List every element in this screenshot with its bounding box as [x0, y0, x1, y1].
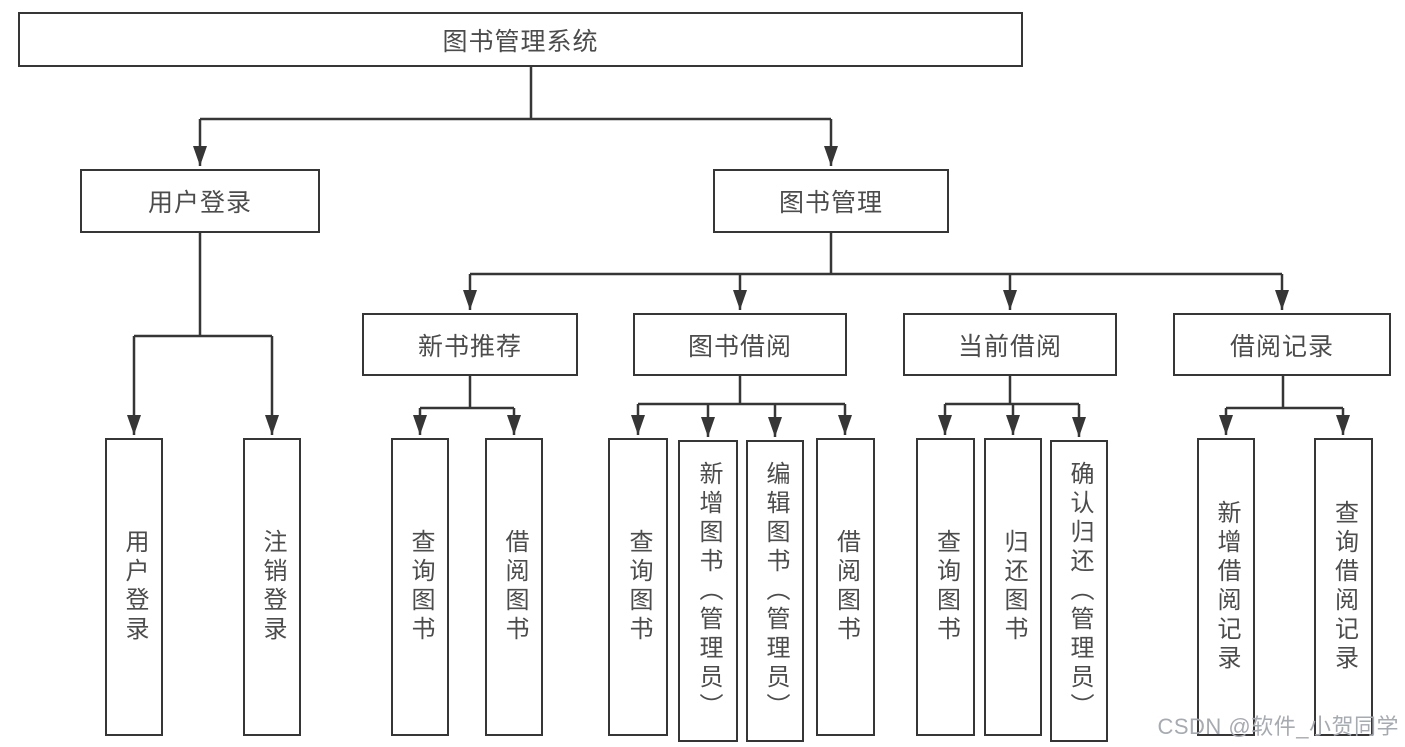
leaf-confirm-return-admin: 确认归还（管理员）	[1050, 440, 1108, 742]
node-new-book-recommendation: 新书推荐	[362, 313, 578, 376]
node-label: 用户登录	[147, 189, 252, 217]
leaf-query-books-recommend: 查询图书	[391, 438, 449, 736]
leaf-label: 新增图书（管理员）	[695, 460, 722, 722]
leaf-query-borrow-record: 查询借阅记录	[1314, 438, 1373, 736]
node-label: 图书借阅	[687, 332, 792, 361]
node-label: 图书管理系统	[442, 27, 599, 56]
leaf-label: 查询图书	[625, 529, 652, 645]
node-book-borrowing: 图书借阅	[633, 313, 847, 376]
leaf-borrow-books-recommend: 借阅图书	[485, 438, 543, 736]
node-book-management: 图书管理	[713, 169, 949, 233]
node-label: 当前借阅	[957, 332, 1062, 361]
leaf-add-borrow-record: 新增借阅记录	[1197, 438, 1255, 736]
leaf-return-books: 归还图书	[984, 438, 1042, 736]
leaf-add-book-admin: 新增图书（管理员）	[678, 440, 738, 742]
leaf-label: 编辑图书（管理员）	[762, 460, 789, 722]
leaf-label: 用户登录	[121, 529, 148, 645]
leaf-edit-book-admin: 编辑图书（管理员）	[746, 440, 804, 742]
leaf-label: 查询图书	[932, 529, 960, 645]
node-label: 借阅记录	[1229, 332, 1334, 361]
node-current-borrowing: 当前借阅	[903, 313, 1117, 376]
leaf-label: 注销登录	[259, 529, 286, 645]
leaf-label: 借阅图书	[501, 529, 528, 645]
leaf-query-books-current: 查询图书	[916, 438, 975, 736]
leaf-label: 确认归还（管理员）	[1066, 460, 1093, 722]
node-label: 新书推荐	[417, 332, 522, 361]
leaf-label: 借阅图书	[832, 529, 860, 645]
csdn-watermark: CSDN @软件_小贺同学	[1157, 714, 1399, 739]
node-label: 图书管理	[778, 189, 883, 217]
leaf-user-login: 用户登录	[105, 438, 163, 736]
node-borrowing-records: 借阅记录	[1173, 313, 1391, 376]
leaf-label: 新增借阅记录	[1213, 500, 1240, 674]
leaf-label: 查询图书	[407, 529, 434, 645]
node-library-management-system: 图书管理系统	[18, 12, 1023, 67]
node-user-login: 用户登录	[80, 169, 320, 233]
leaf-borrow-books: 借阅图书	[816, 438, 875, 736]
leaf-label: 查询借阅记录	[1330, 500, 1358, 674]
leaf-query-books-borrowing: 查询图书	[608, 438, 668, 736]
leaf-label: 归还图书	[1000, 529, 1027, 645]
leaf-logout: 注销登录	[243, 438, 301, 736]
